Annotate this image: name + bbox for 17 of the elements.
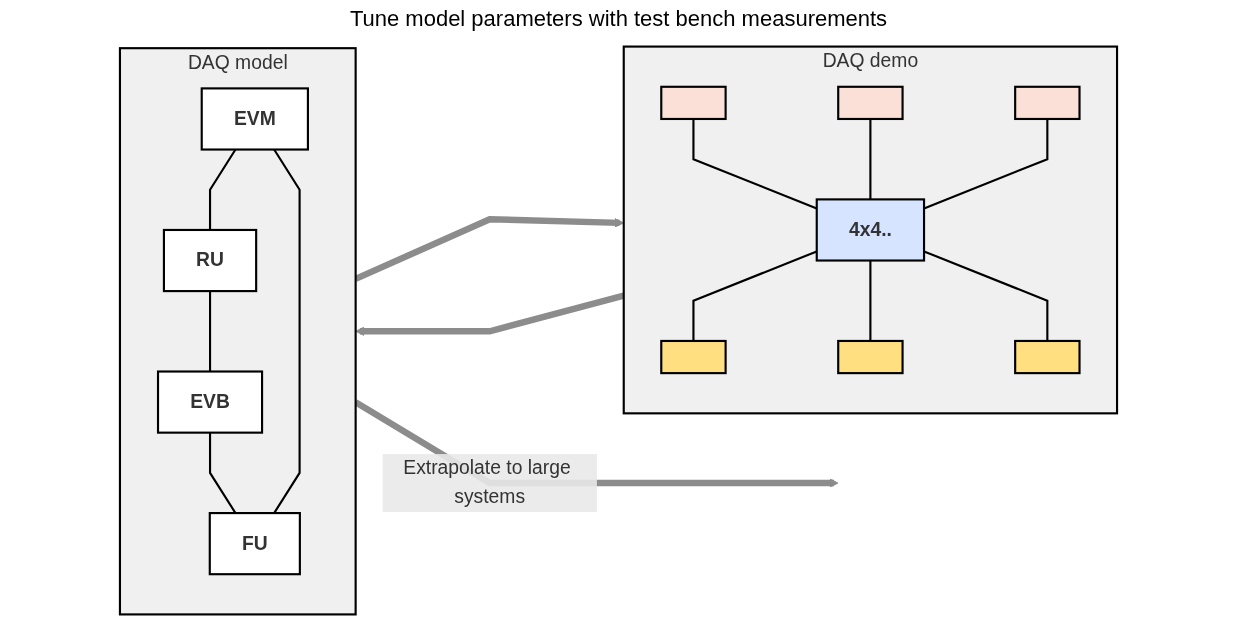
- node-box: 4x4..: [815, 198, 926, 262]
- node-box: FU: [208, 512, 301, 576]
- connector: [869, 118, 872, 200]
- node-box: [1014, 339, 1081, 375]
- node-box: [660, 85, 727, 121]
- node-box: EVM: [200, 87, 309, 151]
- node-box: [837, 85, 904, 121]
- node-box: [660, 339, 727, 375]
- connector: [208, 432, 237, 514]
- connector: [869, 260, 872, 341]
- node-box: RU: [162, 228, 258, 293]
- connector: [208, 291, 212, 372]
- node-box: [837, 339, 904, 375]
- node-box: [1014, 85, 1081, 121]
- note-text: Tune model parameters with test bench measurements: [349, 6, 888, 32]
- node-box: EVB: [156, 370, 264, 434]
- edge-label: Extrapolate to large systems: [403, 457, 571, 508]
